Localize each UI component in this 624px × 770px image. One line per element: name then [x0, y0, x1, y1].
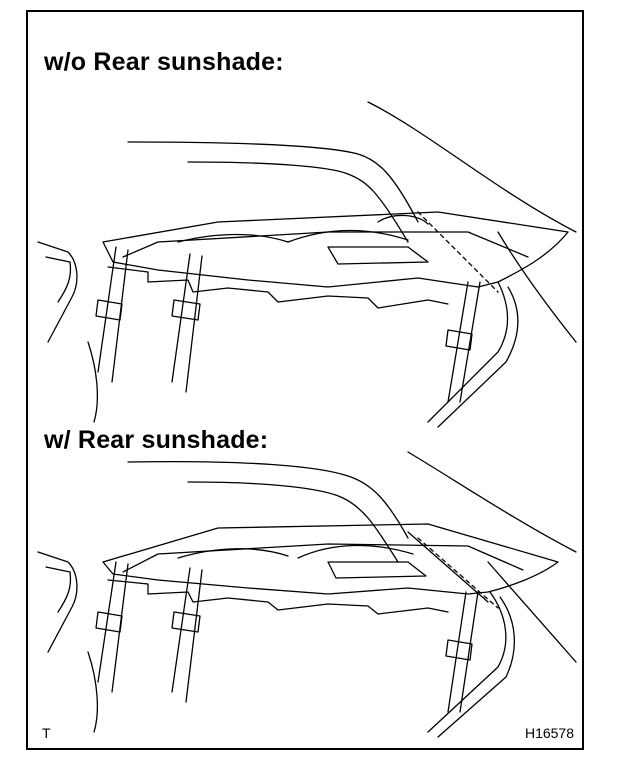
illustration-with-sunshade: [37, 451, 577, 738]
rear-quarter-window: [427, 591, 507, 733]
illustration-without-sunshade: [37, 101, 577, 428]
roof-line-inner: [187, 161, 409, 243]
seatbelt-left: [97, 246, 129, 383]
rear-pillar-line-2: [497, 231, 577, 343]
footer-left-code: T: [42, 725, 51, 741]
rear-pillar-line: [367, 101, 577, 233]
rear-pillar-line: [407, 451, 577, 553]
seatbelt-right: [447, 591, 479, 713]
roof-line-outer: [127, 460, 409, 539]
package-tray: [102, 211, 569, 288]
rear-pillar-line-2: [487, 561, 577, 663]
heading-without-sunshade: w/o Rear sunshade:: [44, 48, 284, 76]
seatbelt-right: [447, 281, 481, 403]
roof-line-inner: [187, 481, 399, 563]
figure-code: H16578: [524, 725, 574, 741]
heading-with-sunshade: w/ Rear sunshade:: [44, 426, 269, 454]
side-window-left: [37, 241, 78, 343]
side-window-left: [37, 551, 78, 653]
sunshade-edge: [407, 531, 489, 603]
figure-frame: w/o Rear sunshade: w/ Rear sunshade:: [26, 10, 584, 750]
package-tray: [102, 523, 559, 595]
seatbelt-middle: [171, 567, 203, 703]
roof-line-outer: [127, 141, 419, 223]
rear-quarter-window: [427, 281, 509, 423]
